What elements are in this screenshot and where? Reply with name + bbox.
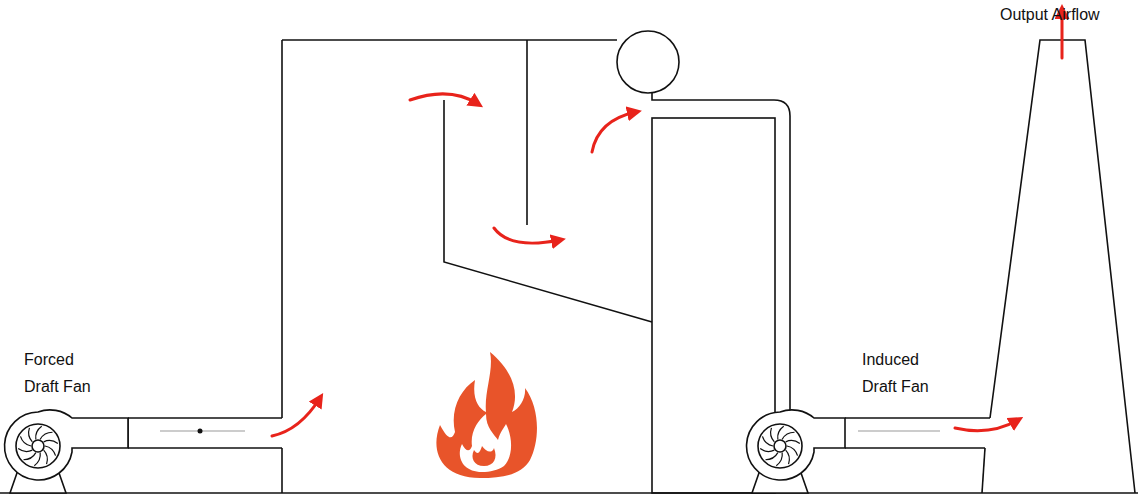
fan-blade	[782, 432, 794, 439]
fan-blade	[23, 453, 35, 460]
fan-blade	[40, 432, 52, 439]
text-label: Induced Draft Fan	[862, 346, 946, 400]
fan-blade	[765, 453, 777, 460]
fan-blade	[29, 428, 33, 442]
fan-blade	[760, 449, 774, 452]
fan-blade	[44, 450, 48, 464]
text-label: Forced Draft Fan	[24, 346, 108, 400]
fan-blade	[44, 440, 58, 443]
fan-blade	[18, 449, 32, 452]
text-label: Output Airflow	[1000, 1, 1100, 28]
fan-blade	[786, 440, 800, 443]
fan-blade	[786, 450, 790, 464]
fan-blade	[771, 428, 775, 442]
